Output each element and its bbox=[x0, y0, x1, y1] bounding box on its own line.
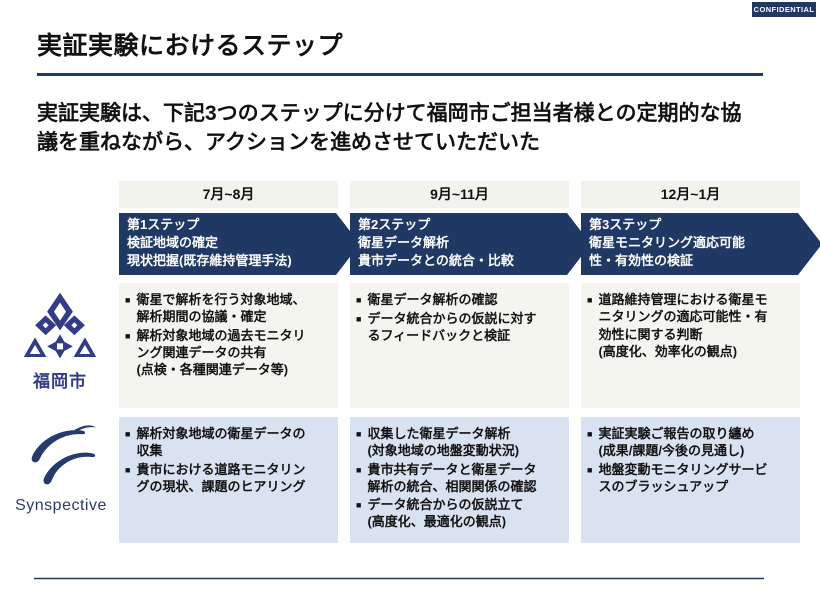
bullet-item: ■ 収集した衛星データ解析 (対象地域の地盤変動状況) bbox=[356, 425, 561, 460]
synspective-task-row: ■ 解析対象地域の衛星データの 収集 ■ 貴市における道路モニタリン グの現状、… bbox=[119, 417, 800, 543]
task-cell-synspective-step1: ■ 解析対象地域の衛星データの 収集 ■ 貴市における道路モニタリン グの現状、… bbox=[119, 417, 338, 543]
bullet-text: 実証実験ご報告の取り纏め (成果/課題/今後の見通し) bbox=[598, 426, 755, 459]
task-cell-fukuoka-step3: ■ 道路維持管理における衛星モ ニタリングの適応可能性・有 効性に関する判断 (… bbox=[581, 283, 800, 408]
bullet-square-icon: ■ bbox=[356, 464, 362, 475]
bottom-rule bbox=[34, 577, 764, 580]
bullet-square-icon: ■ bbox=[125, 330, 131, 341]
bullet-square-icon: ■ bbox=[125, 429, 131, 439]
bullet-text: 衛星データ解析の確認 bbox=[367, 292, 498, 307]
bullet-text: 貴市共有データと衛星データ 解析の統合、相関関係の確認 bbox=[367, 461, 537, 494]
confidential-badge: CONFIDENTIAL bbox=[752, 2, 816, 17]
bullet-text: 貴市における道路モニタリン グの現状、課題のヒアリング bbox=[136, 461, 306, 494]
bullet-item: ■ 道路維持管理における衛星モ ニタリングの適応可能性・有 効性に関する判断 (… bbox=[587, 291, 792, 360]
bullet-item: ■ 実証実験ご報告の取り纏め (成果/課題/今後の見通し) bbox=[587, 425, 792, 460]
bullet-text: 収集した衛星データ解析 (対象地域の地盤変動状況) bbox=[367, 426, 520, 459]
page-title: 実証実験におけるステップ bbox=[37, 32, 344, 60]
bullet-item: ■ データ統合からの仮説立て (高度化、最適化の観点) bbox=[356, 496, 561, 531]
bullet-square-icon: ■ bbox=[587, 429, 593, 439]
bullet-item: ■ 貴市共有データと衛星データ 解析の統合、相関関係の確認 bbox=[356, 461, 561, 496]
bullet-text: 衛星で解析を行う対象地域、 解析期間の協議・確定 bbox=[136, 292, 306, 325]
org-logo-synspective: Synspective bbox=[8, 424, 114, 515]
bullet-item: ■ 貴市における道路モニタリン グの現状、課題のヒアリング bbox=[125, 461, 330, 496]
step-arrow-row: 第1ステップ 検証地域の確定 現状把握(既存維持管理手法) 第2ステップ 衛星デ… bbox=[119, 213, 800, 275]
fukuoka-task-row: ■ 衛星で解析を行う対象地域、 解析期間の協議・確定 ■ 解析対象地域の過去モニ… bbox=[119, 283, 800, 408]
org-logo-fukuoka: 福岡市 bbox=[12, 292, 108, 392]
title-rule bbox=[37, 73, 763, 76]
bullet-item: ■ 衛星で解析を行う対象地域、 解析期間の協議・確定 bbox=[125, 291, 330, 326]
bullet-square-icon: ■ bbox=[356, 429, 362, 439]
task-cell-synspective-step2: ■ 収集した衛星データ解析 (対象地域の地盤変動状況) ■ 貴市共有データと衛星… bbox=[350, 417, 569, 543]
bullet-square-icon: ■ bbox=[356, 314, 362, 324]
intro-text: 実証実験は、下記3つのステップに分けて福岡市ご担当者様との定期的な協 議を重ねな… bbox=[37, 102, 742, 154]
synspective-logo-icon bbox=[31, 425, 96, 485]
bullet-text: 道路維持管理における衛星モ ニタリングの適応可能性・有 効性に関する判断 (高度… bbox=[598, 292, 768, 359]
bullet-text: 地盤変動モニタリングサービ スのブラッシュアップ bbox=[598, 461, 768, 494]
bullet-square-icon: ■ bbox=[356, 295, 362, 305]
step-arrow-2: 第2ステップ 衛星データ解析 貴市データとの統合・比較 bbox=[350, 213, 591, 275]
task-cell-fukuoka-step1: ■ 衛星で解析を行う対象地域、 解析期間の協議・確定 ■ 解析対象地域の過去モニ… bbox=[119, 283, 338, 408]
bullet-square-icon: ■ bbox=[356, 500, 362, 511]
step-arrow-3: 第3ステップ 衛星モニタリング適応可能 性・有効性の検証 bbox=[581, 213, 820, 275]
bullet-text: データ統合からの仮説立て (高度化、最適化の観点) bbox=[367, 497, 524, 530]
bullet-item: ■ 解析対象地域の過去モニタリ ング関連データの共有 (点検・各種関連データ等) bbox=[125, 327, 330, 379]
bullet-item: ■ データ統合からの仮説に対す るフィードバックと検証 bbox=[356, 310, 561, 345]
bullet-item: ■ 衛星データ解析の確認 bbox=[356, 291, 561, 309]
bullet-text: 解析対象地域の衛星データの 収集 bbox=[136, 426, 306, 459]
bullet-square-icon: ■ bbox=[125, 464, 131, 475]
timeline-header-1: 7月~8月 bbox=[119, 181, 338, 208]
bullet-square-icon: ■ bbox=[587, 295, 593, 305]
bullet-text: データ統合からの仮説に対す るフィードバックと検証 bbox=[367, 311, 537, 344]
step-arrow-1: 第1ステップ 検証地域の確定 現状把握(既存維持管理手法) bbox=[119, 213, 360, 275]
timeline-header-3: 12月~1月 bbox=[581, 181, 800, 208]
bullet-text: 解析対象地域の過去モニタリ ング関連データの共有 (点検・各種関連データ等) bbox=[136, 327, 306, 378]
timeline-header-2: 9月~11月 bbox=[350, 181, 569, 208]
task-cell-fukuoka-step2: ■ 衛星データ解析の確認 ■ データ統合からの仮説に対す るフィードバックと検証 bbox=[350, 283, 569, 408]
fukuoka-emblem-icon bbox=[23, 292, 97, 359]
bullet-square-icon: ■ bbox=[125, 295, 131, 305]
bullet-item: ■ 地盤変動モニタリングサービ スのブラッシュアップ bbox=[587, 461, 792, 496]
timeline-row: 7月~8月 9月~11月 12月~1月 bbox=[119, 181, 800, 208]
synspective-label: Synspective bbox=[15, 497, 107, 514]
bullet-item: ■ 解析対象地域の衛星データの 収集 bbox=[125, 425, 330, 460]
task-cell-synspective-step3: ■ 実証実験ご報告の取り纏め (成果/課題/今後の見通し) ■ 地盤変動モニタリ… bbox=[581, 417, 800, 543]
bullet-square-icon: ■ bbox=[587, 464, 593, 475]
fukuoka-label: 福岡市 bbox=[33, 372, 87, 391]
